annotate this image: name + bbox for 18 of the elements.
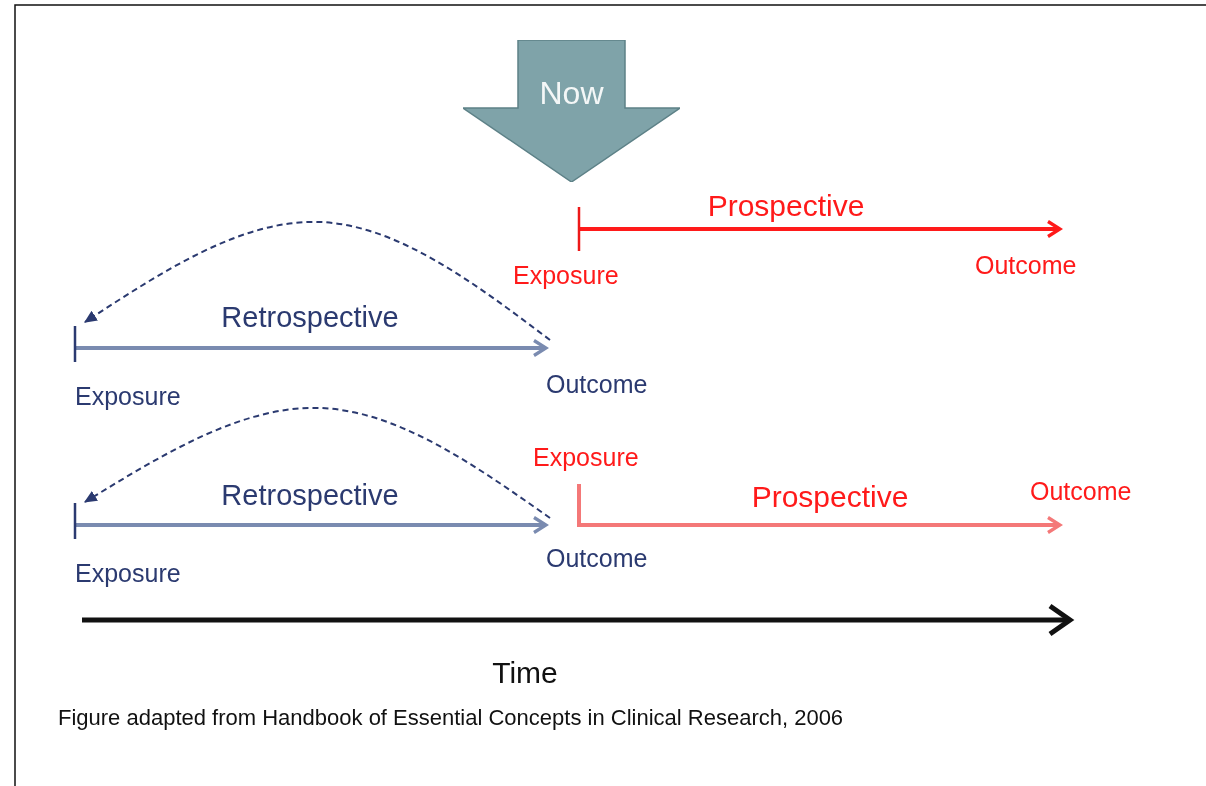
- timeline-arrow: [75, 515, 548, 535]
- timeline-arrow: [75, 338, 548, 358]
- timeline-point-label: Exposure: [513, 229, 645, 289]
- figure-caption: Figure adapted from Handbook of Essential Concepts in Clinical Research, 2006: [58, 706, 844, 731]
- timeline-arrow: [577, 484, 1062, 535]
- timeline-point-label: Outcome: [975, 229, 1100, 279]
- dashed-curved-arrow: [84, 407, 551, 519]
- now-label: Now: [539, 76, 604, 112]
- axis-label: Time: [492, 655, 558, 689]
- timeline-point-label: Outcome: [546, 518, 658, 572]
- timeline-arrow: [579, 219, 1062, 239]
- dashed-curved-arrow: [84, 221, 551, 341]
- timeline-point-label: Outcome: [1030, 478, 1155, 525]
- timeline-point-label: Exposure: [75, 502, 187, 587]
- timeline-point-label: Exposure: [533, 444, 659, 484]
- now-down-arrow: [463, 40, 680, 182]
- timeline-point-label: Exposure: [75, 322, 187, 410]
- timeline-point-label: Outcome: [546, 340, 658, 398]
